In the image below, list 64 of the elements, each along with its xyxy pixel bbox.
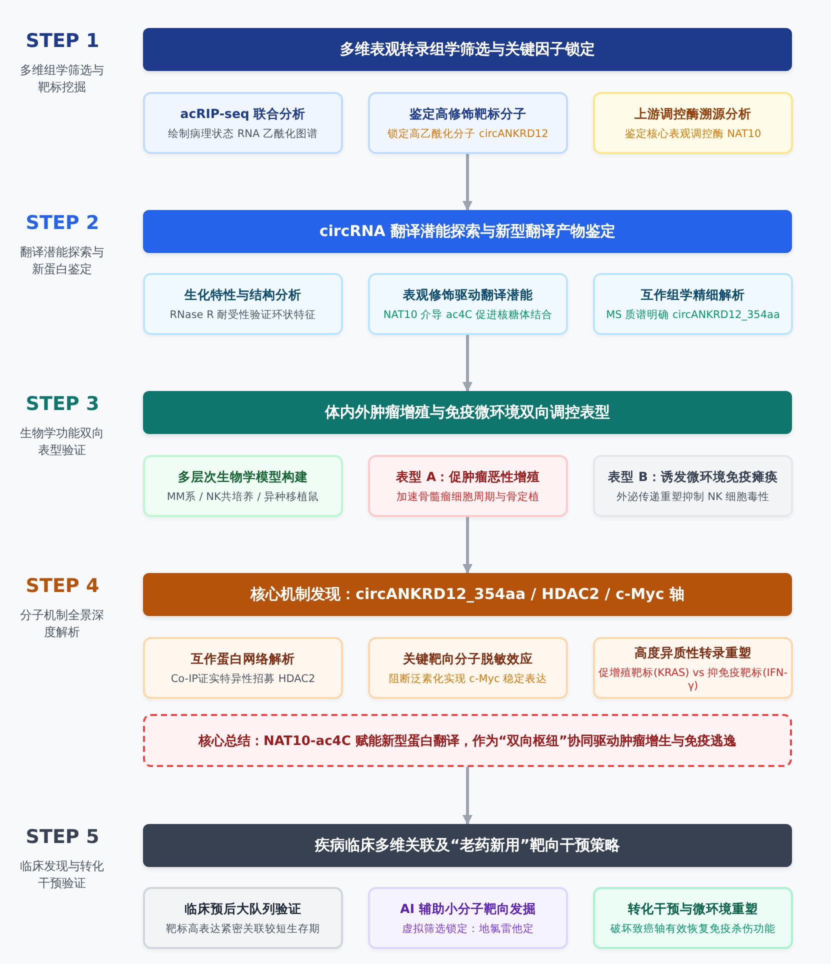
card-description: 靶标高表达紧密关联较短生存期 [166,922,320,936]
card-description: 鉴定核心表观调控酶 NAT10 [624,126,762,140]
card-title: 临床预后大队列验证 [184,900,302,918]
card-title: AI 辅助小分子靶向发掘 [400,900,536,918]
arrow [462,767,472,825]
card-title: 关键靶向分子脱敏效应 [403,650,533,668]
step-description: 分子机制全景深度解析 [19,607,105,641]
card-title: 互作组学精细解析 [641,286,745,304]
card-description: NAT10 介导 ac4C 促进核糖体结合 [383,308,553,322]
step-description: 多维组学筛选与靶标挖掘 [19,62,105,96]
card-description: 破坏致癌轴有效恢复免疫杀伤功能 [610,922,776,936]
card-title: 表型 A：促肿瘤恶性增殖 [396,468,540,486]
card-description: MM系 / NK共培养 / 异种移植鼠 [166,490,320,504]
step-card [143,637,343,699]
step-card [368,273,568,335]
arrow [462,517,472,574]
step-card [143,273,343,335]
step-card [593,637,793,699]
step-banner: 疾病临床多维关联及“老药新用”靶向干预策略 [143,824,792,867]
card-description: 加速骨髓瘤细胞周期与骨定植 [396,490,540,504]
card-description: 锁定高乙酰化分子 circANKRD12 [388,126,548,140]
step-card [593,887,793,949]
step-card [593,92,793,154]
arrow [462,154,472,211]
step-description: 临床发现与转化干预验证 [19,858,105,892]
card-title: 表型 B：诱发微环境免疫瘫痪 [608,468,778,486]
step-card [143,455,343,517]
card-description: 促增殖靶标(KRAS) vs 抑免疫靶标(IFN-γ) [597,666,789,692]
step-card [368,637,568,699]
card-title: 转化干预与微环境重塑 [628,900,758,918]
step-heading: STEP 4 [24,575,100,597]
step-banner: 核心机制发现：circANKRD12_354aa / HDAC2 / c-Myc 轴 [143,573,792,616]
card-title: 互作蛋白网络解析 [191,650,295,668]
arrow [462,335,472,392]
summary-box: 核心总结：NAT10-ac4C 赋能新型蛋白翻译，作为“双向枢纽”协同驱动肿瘤增生与免疫逃逸 [143,714,792,767]
card-description: 外泌传递重塑抑制 NK 细胞毒性 [616,490,770,504]
step-heading: STEP 3 [24,393,100,415]
step-description: 生物学功能双向表型验证 [19,425,105,459]
step-banner: circRNA 翻译潜能探索与新型翻译产物鉴定 [143,210,792,253]
card-description: Co-IP证实特异性招募 HDAC2 [170,672,316,686]
step-banner: 体内外肿瘤增殖与免疫微环境双向调控表型 [143,391,792,434]
card-title: 上游调控酶溯源分析 [634,106,752,122]
step-heading: STEP 2 [24,212,100,234]
step-banner: 多维表观转录组学筛选与关键因子锁定 [143,28,792,71]
step-heading: STEP 5 [24,826,100,848]
step-heading: STEP 1 [24,30,100,52]
card-title: 鉴定高修饰靶标分子 [410,106,526,122]
card-title: 生化特性与结构分析 [184,286,302,304]
step-card [368,455,568,517]
card-description: 虚拟筛选锁定：地氯雷他定 [402,922,534,936]
card-title: 表观修饰驱动翻译潜能 [403,286,533,304]
card-description: RNase R 耐受性验证环状特征 [170,308,316,322]
step-card [143,887,343,949]
step-card [368,887,568,949]
card-description: MS 质谱明确 circANKRD12_354aa [606,308,780,322]
card-title: 多层次生物学模型构建 [178,468,308,486]
card-description: 绘制病理状态 RNA 乙酰化图谱 [168,126,318,140]
step-card [368,92,568,154]
card-description: 阻断泛素化实现 c-Myc 稳定表达 [388,672,548,686]
step-description: 翻译潜能探索与新蛋白鉴定 [19,244,105,278]
step-card [143,92,343,154]
card-title: 高度异质性转录重塑 [634,644,752,662]
card-title: acRIP-seq 联合分析 [180,106,306,122]
step-card [593,273,793,335]
